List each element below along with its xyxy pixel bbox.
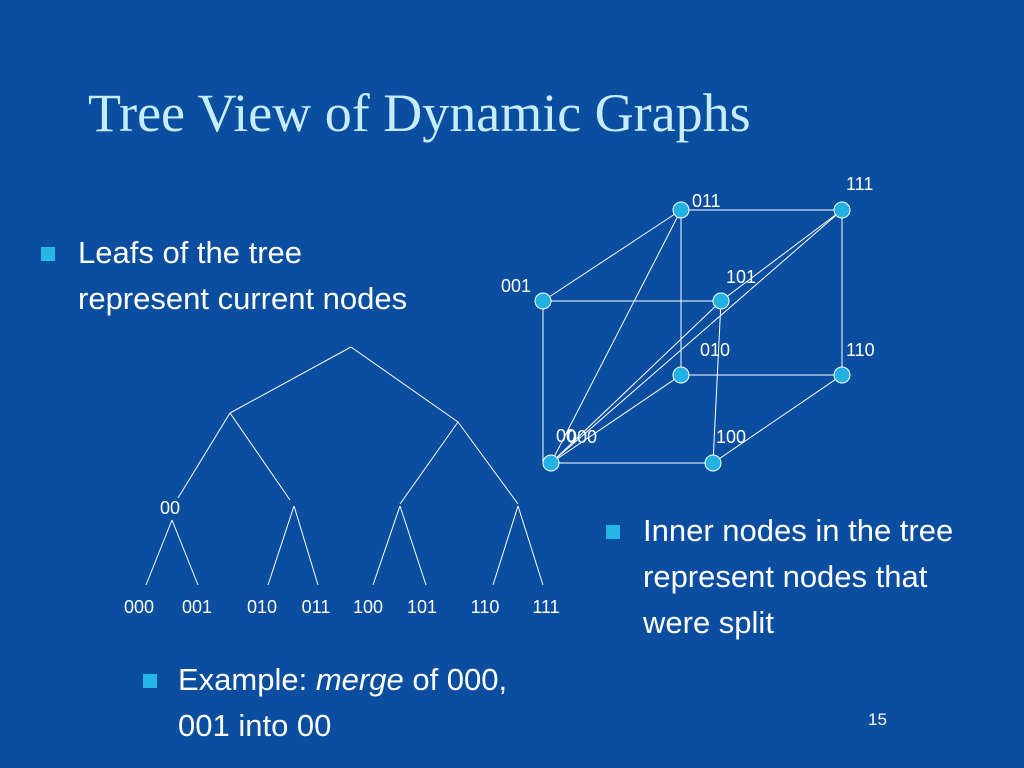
bullet-marker xyxy=(606,525,620,539)
bullet-example: Example: merge of 000, 001 into 00 xyxy=(143,657,538,749)
tree-edge xyxy=(350,346,459,423)
example-suffix: of 000, 001 into 00 xyxy=(178,662,508,743)
tree-edge xyxy=(177,412,231,499)
tree-edge xyxy=(171,519,199,586)
cube-edge xyxy=(712,300,722,464)
graph-node-011 xyxy=(672,201,690,219)
bullet-leafs-text: Leafs of the tree represent current node… xyxy=(78,235,408,316)
cube-label-110: 110 xyxy=(846,340,875,360)
cube-edge xyxy=(712,374,843,464)
graph-node-100 xyxy=(704,454,722,472)
graph-node-010 xyxy=(672,366,690,384)
cube-graph xyxy=(542,209,843,464)
bullet-marker xyxy=(143,674,157,688)
bullet-inner-nodes: Inner nodes in the tree represent nodes … xyxy=(606,508,983,646)
tree-leaf-label: 110 xyxy=(471,597,500,617)
cube-label-001: 001 xyxy=(501,276,531,296)
cube-label-00: 00 xyxy=(556,426,576,446)
bullet-leafs: Leafs of the tree represent current node… xyxy=(41,230,418,322)
tree-inner-label: 00 xyxy=(160,498,180,518)
example-prefix: Example: xyxy=(178,662,316,697)
tree-leaf-label: 001 xyxy=(182,597,212,617)
example-emphasis: merge xyxy=(315,662,404,697)
graph-node-111 xyxy=(833,201,851,219)
tree-leaf-label: 000 xyxy=(124,597,154,617)
graph-node-110 xyxy=(833,366,851,384)
cube-label-100: 100 xyxy=(716,427,746,447)
tree-edge xyxy=(399,421,459,505)
tree-leaf-label: 010 xyxy=(247,597,277,617)
tree-edge xyxy=(517,505,544,586)
cube-label-101: 101 xyxy=(726,267,756,287)
cube-label-111: 111 xyxy=(846,174,873,194)
tree-leaf-label: 111 xyxy=(532,597,559,617)
tree-leaf-label: 101 xyxy=(407,597,437,617)
tree-edge xyxy=(457,421,519,505)
merged-edge xyxy=(550,209,682,464)
tree-edge xyxy=(293,505,319,586)
tree-edge xyxy=(145,519,173,586)
tree-leaf-label: 011 xyxy=(302,597,331,617)
bullet-marker xyxy=(41,247,55,261)
cube-edge xyxy=(720,209,843,302)
merged-edge xyxy=(550,374,682,464)
slide-title: Tree View of Dynamic Graphs xyxy=(88,83,751,143)
tree-edge xyxy=(267,505,295,586)
cube-labels: 011 111 001 101 010 110 00 000 100 xyxy=(501,174,875,447)
bullet-example-text: Example: merge of 000, 001 into 00 xyxy=(178,657,538,749)
graph-node-101 xyxy=(712,292,730,310)
tree-edge xyxy=(229,346,352,414)
cube-nodes xyxy=(534,201,851,472)
tree-leaf-labels: 000 001 010 011 100 101 110 111 xyxy=(124,597,560,617)
cube-label-010: 010 xyxy=(700,340,730,360)
cube-edge xyxy=(542,209,682,302)
merged-edge xyxy=(550,300,722,464)
tree-edge xyxy=(372,505,401,586)
tree-edge xyxy=(399,505,427,586)
graph-node-001 xyxy=(534,292,552,310)
merged-edge xyxy=(550,209,843,464)
tree-edge xyxy=(229,412,291,501)
cube-label-011: 011 xyxy=(692,191,721,211)
tree-edge xyxy=(492,505,519,586)
graph-node-00 xyxy=(542,454,560,472)
tree-diagram xyxy=(145,346,544,586)
page-number: 15 xyxy=(868,710,887,729)
bullet-inner-nodes-text: Inner nodes in the tree represent nodes … xyxy=(643,513,954,640)
cube-label-000: 000 xyxy=(567,427,597,447)
tree-leaf-label: 100 xyxy=(353,597,383,617)
